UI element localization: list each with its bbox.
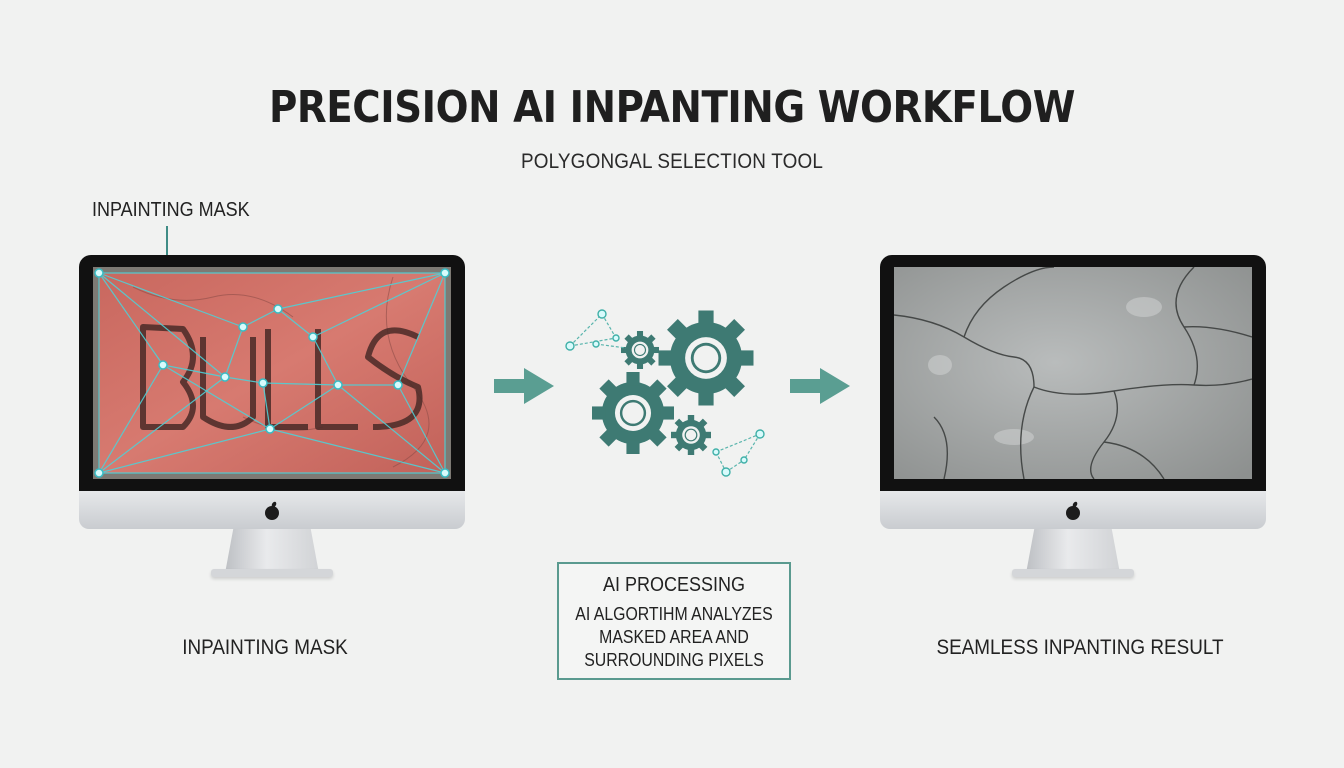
- page-subtitle: POLYGONGAL SELECTION TOOL: [520, 150, 824, 173]
- inpainting-mask-image: [93, 267, 451, 479]
- processing-line: MASKED AREA AND: [599, 627, 749, 647]
- ai-processing-gears-icon: [565, 309, 765, 477]
- processing-description: AI ALGORTIHM ANALYZES MASKED AREA AND SU…: [573, 603, 775, 672]
- result-caption: SEAMLESS INPANTING RESULT: [936, 636, 1224, 659]
- mask-screen: [93, 267, 451, 479]
- processing-line: SURROUNDING PIXELS: [584, 650, 764, 670]
- monitor-stand: [225, 529, 319, 573]
- flow-arrow-icon: [494, 368, 554, 404]
- apple-logo-icon: [265, 501, 279, 520]
- page-title: PRECISION AI INPANTING WORKFLOW: [268, 82, 1076, 133]
- inpainting-result-image: [894, 267, 1252, 479]
- monitor-foot: [211, 569, 333, 577]
- mask-callout-label: INPAINTING MASK: [92, 199, 250, 221]
- result-monitor: [880, 255, 1266, 585]
- monitor-chin: [79, 491, 465, 529]
- monitor-chin: [880, 491, 1266, 529]
- processing-line: AI ALGORTIHM ANALYZES: [575, 604, 773, 624]
- ai-processing-box: AI PROCESSING AI ALGORTIHM ANALYZES MASK…: [557, 562, 791, 680]
- apple-logo-icon: [1066, 501, 1080, 520]
- mask-caption: INPAINTING MASK: [182, 636, 348, 659]
- flow-arrow-icon: [790, 368, 850, 404]
- monitor-bezel: [79, 255, 465, 491]
- mask-monitor: [79, 255, 465, 585]
- monitor-bezel: [880, 255, 1266, 491]
- processing-title: AI PROCESSING: [602, 574, 746, 596]
- monitor-foot: [1012, 569, 1134, 577]
- monitor-stand: [1026, 529, 1120, 573]
- result-screen: [894, 267, 1252, 479]
